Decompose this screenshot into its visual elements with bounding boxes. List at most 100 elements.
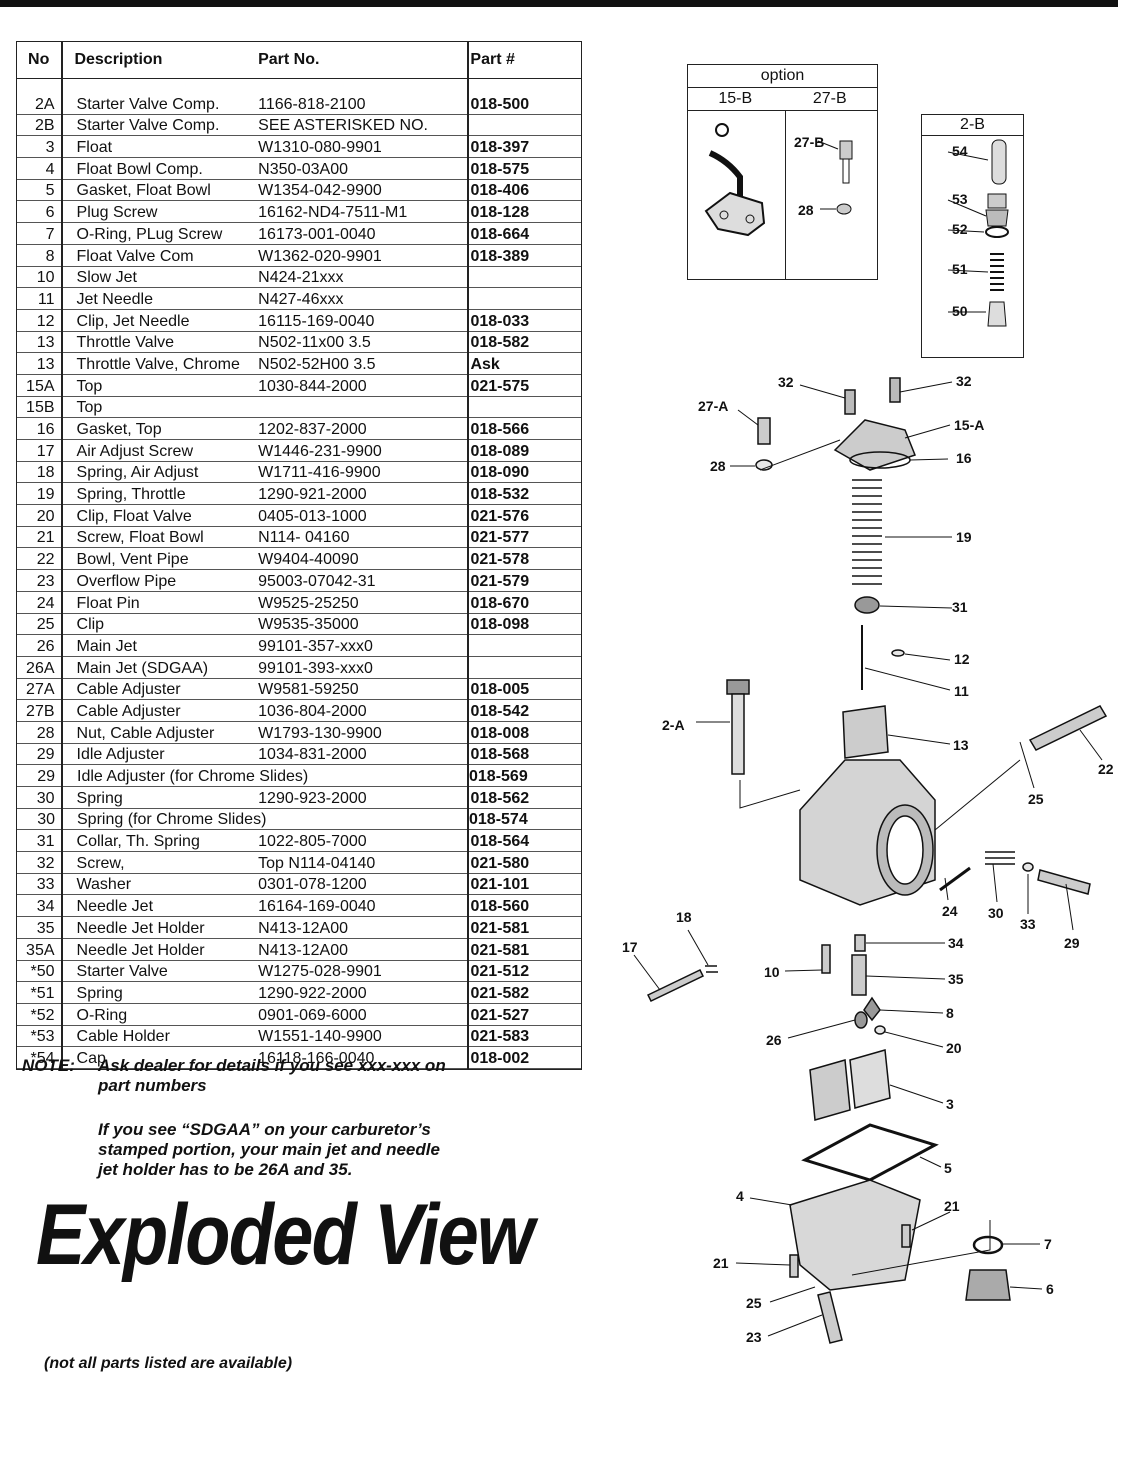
row-description: Collar, Th. Spring (76, 833, 200, 851)
callout-label: 23 (746, 1329, 762, 1345)
callout-label: 20 (946, 1040, 962, 1056)
row-part-no: W1446-231-9900 (258, 442, 382, 460)
option-box: option 15-B 27-B 27-B 28 (687, 64, 878, 280)
row-part-no: W1362-020-9901 (258, 247, 382, 265)
row-no: 26A (26, 659, 55, 677)
row-part-num: Ask (470, 355, 500, 373)
row-part-num: 018-005 (470, 681, 530, 699)
row-no: *53 (30, 1028, 55, 1046)
row-no: 28 (36, 724, 55, 742)
row-no: 29 (37, 768, 55, 785)
row-no: 27B (26, 702, 55, 720)
row-description: Main Jet (SDGAA) (76, 659, 209, 677)
callout-label: 8 (946, 1005, 954, 1021)
row-description: Throttle Valve (76, 334, 175, 352)
row-no: 26 (36, 637, 55, 655)
row-part-num: 018-574 (469, 811, 528, 829)
callout-label: 34 (948, 935, 964, 951)
row-description: Gasket, Float Bowl (76, 182, 211, 200)
row-no: 10 (36, 269, 55, 287)
row-description: Clip, Jet Needle (76, 312, 190, 330)
row-no: 35A (26, 941, 55, 959)
row-part-num: 018-566 (470, 421, 530, 438)
row-no: *50 (30, 963, 55, 981)
row-description: Needle Jet Holder (76, 941, 205, 959)
option-parts-drawing: 27-B 28 (704, 123, 853, 237)
callout-label: 32 (778, 374, 794, 390)
row-description: Starter Valve Comp. (76, 95, 220, 113)
header-part-num: Part # (470, 51, 515, 68)
row-part-num: 018-089 (470, 442, 530, 460)
box-2b-header: 2-B (922, 115, 1023, 136)
row-part-num: 018-670 (470, 594, 530, 612)
row-description: Overflow Pipe (76, 572, 177, 590)
row-no: 25 (36, 616, 55, 634)
row-part-num: 021-578 (470, 551, 530, 569)
row-part-no: W1310-080-9901 (258, 139, 382, 157)
row-part-no: 1030-844-2000 (258, 377, 367, 395)
row-part-num: 018-090 (470, 464, 530, 482)
callout-label: 10 (764, 964, 780, 980)
callout-label: 25 (746, 1295, 762, 1311)
callout-label: 32 (956, 373, 972, 389)
row-part-no: 16115-169-0040 (258, 312, 375, 330)
row-part-no: 16162-ND4-7511-M1 (258, 204, 408, 222)
callout-label: 33 (1020, 916, 1036, 932)
callout-label: 19 (956, 529, 972, 545)
row-part-no: 99101-357-xxx0 (258, 637, 373, 655)
row-no: 20 (36, 507, 55, 525)
header-description: Description (74, 51, 163, 68)
row-no: 15B (26, 399, 55, 417)
top-rule (0, 0, 1118, 7)
row-part-no: 16173-001-0040 (258, 225, 376, 243)
callout-label: 15-A (954, 417, 984, 433)
row-part-num: 018-532 (470, 486, 530, 504)
callout-label: 5 (944, 1160, 952, 1176)
row-description: Idle Adjuster (76, 746, 165, 764)
row-part-num: 021-527 (470, 1006, 530, 1024)
callout-label: 2-A (662, 717, 685, 733)
row-description: Starter Valve Comp. (76, 117, 220, 135)
callout-label: 16 (956, 450, 972, 466)
row-part-num: 021-101 (470, 876, 530, 894)
callout-label: 11 (954, 683, 969, 699)
row-no: 8 (45, 247, 55, 265)
row-description: Jet Needle (76, 290, 154, 308)
row-description: Cable Holder (76, 1028, 170, 1046)
row-description: Spring, Air Adjust (76, 464, 199, 482)
row-no: 15A (26, 377, 55, 395)
row-part-num: 018-098 (470, 616, 530, 634)
row-part-num: 021-579 (470, 572, 530, 590)
row-description: Needle Jet (76, 898, 154, 916)
row-part-num: 018-002 (470, 1049, 530, 1067)
row-no: 11 (37, 290, 55, 308)
option-label: 27-B (794, 134, 824, 150)
row-part-no: 0901-069-6000 (258, 1006, 367, 1024)
box-2b-label: 53 (952, 191, 968, 207)
callout-label: 22 (1098, 761, 1114, 777)
row-description: Plug Screw (76, 204, 158, 222)
row-part-no: N413-12A00 (258, 941, 348, 959)
page-title: Exploded View (36, 1187, 535, 1283)
row-description: Float Pin (76, 594, 140, 612)
row-part-num: 018-568 (470, 746, 530, 764)
row-part-no: W9535-35000 (258, 616, 359, 634)
row-no: *54 (30, 1049, 55, 1067)
row-part-no: N424-21xxx (258, 269, 344, 287)
